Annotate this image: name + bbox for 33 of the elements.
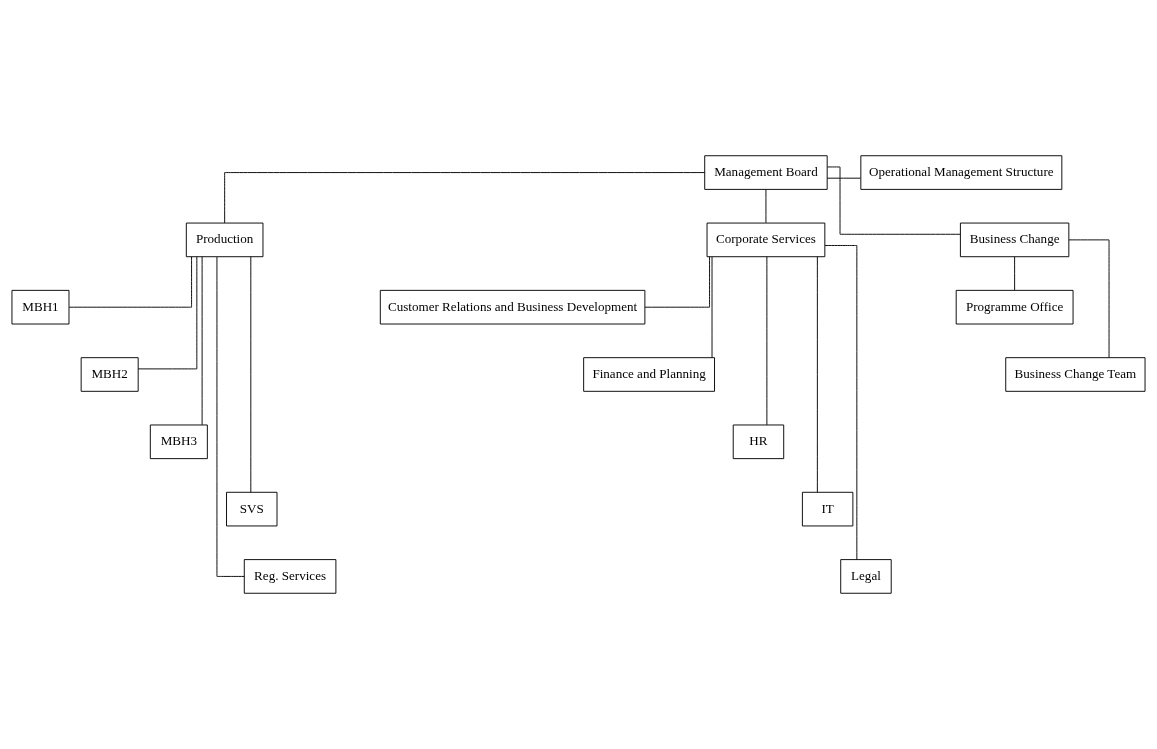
node-box: Management Board [704, 155, 828, 190]
node-box: Legal [840, 559, 892, 594]
node-box: Business Change Team [1005, 357, 1146, 392]
node-box: MBH3 [149, 424, 208, 460]
connector [826, 177, 861, 179]
node-box: Operational Management Structure [860, 155, 1063, 190]
connector [201, 256, 203, 426]
connector [816, 256, 818, 493]
connector [766, 256, 768, 426]
connector [824, 245, 858, 561]
connector [711, 256, 713, 359]
node-box: Corporate Services [706, 222, 826, 258]
connector [216, 256, 245, 577]
node-box: IT [801, 491, 854, 527]
node-box: SVS [226, 491, 278, 527]
node-box: Programme Office [955, 289, 1074, 325]
node-box: Business Change [959, 222, 1070, 258]
node-box: Production [185, 222, 264, 258]
node-box: MBH2 [80, 357, 139, 392]
connector [68, 256, 193, 308]
connector [137, 256, 198, 370]
node-box: Reg. Services [243, 559, 337, 594]
node-box: HR [732, 424, 785, 460]
node-box: Finance and Planning [583, 357, 715, 392]
connector [644, 256, 710, 308]
connector [765, 189, 767, 224]
node-box: MBH1 [11, 289, 70, 325]
node-box: Customer Relations and Business Development [379, 289, 646, 325]
connector [224, 172, 706, 224]
connector [1068, 239, 1110, 358]
connector [250, 256, 252, 493]
connector [827, 166, 961, 235]
connector [1014, 256, 1016, 291]
